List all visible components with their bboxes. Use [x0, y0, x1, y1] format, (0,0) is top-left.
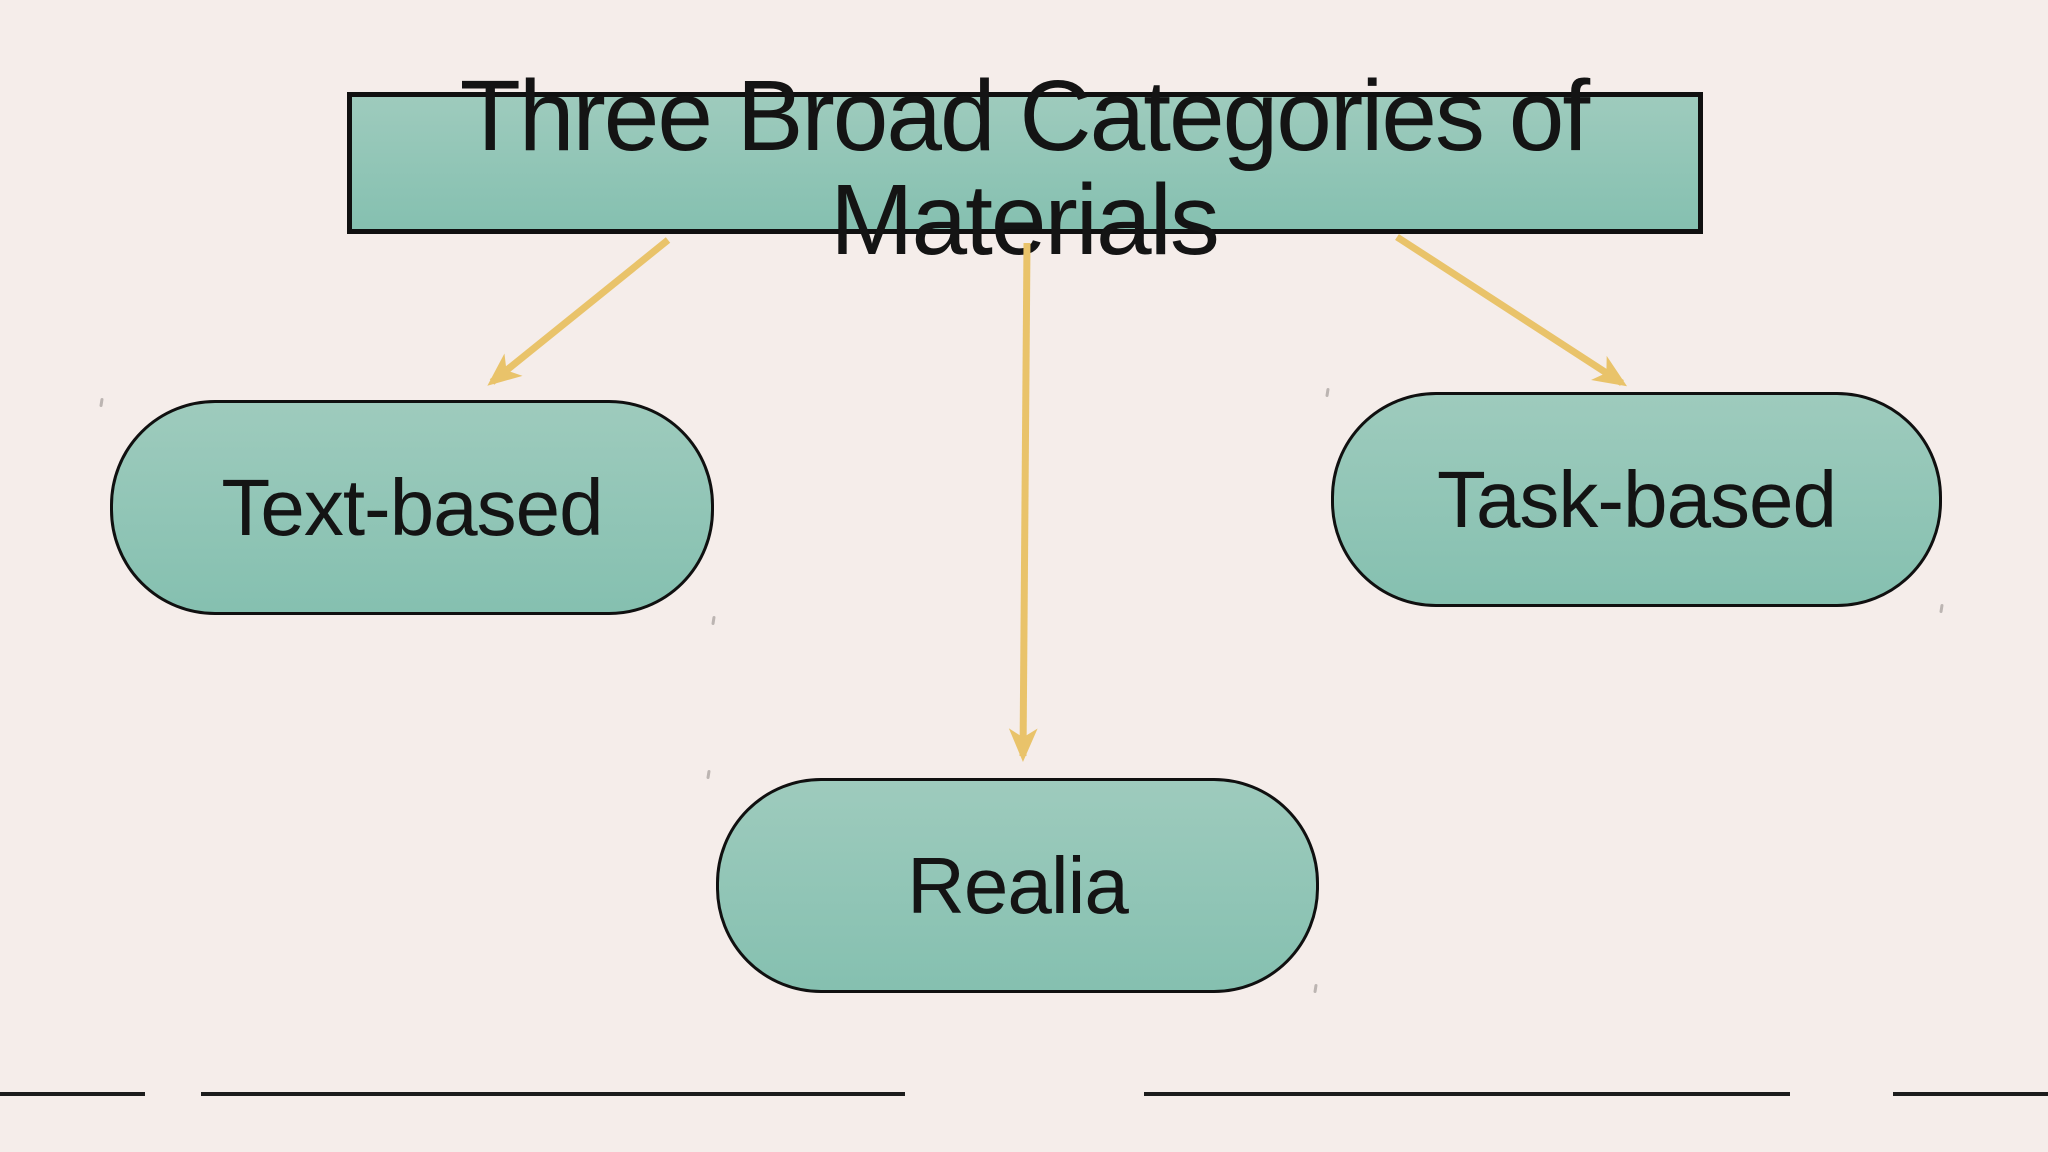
- slide-title: Three Broad Categories of Materials: [224, 64, 1824, 272]
- stray-mark: [1325, 387, 1330, 398]
- stray-mark: [1939, 603, 1944, 614]
- stray-mark: [706, 769, 711, 780]
- stray-mark: [1313, 983, 1318, 994]
- bottom-rule-segment: [0, 1092, 145, 1096]
- stray-mark: [711, 615, 716, 626]
- node-realia-label: Realia: [907, 840, 1129, 930]
- node-realia: Realia: [716, 778, 1319, 993]
- node-task-based-label: Task-based: [1436, 454, 1837, 544]
- slide-title-line1: Three Broad Categories of: [459, 60, 1590, 172]
- node-text-based: Text-based: [110, 400, 714, 615]
- arrow-title-to-realia: [1008, 242, 1038, 762]
- title-box: [347, 92, 1703, 234]
- stray-mark: [99, 397, 104, 408]
- bottom-rule-segment: [201, 1092, 905, 1096]
- slide-title-line2: Materials: [830, 164, 1220, 276]
- bottom-rule-segment: [1144, 1092, 1790, 1096]
- bottom-rule-segment: [1893, 1092, 2048, 1096]
- node-task-based: Task-based: [1331, 392, 1942, 607]
- node-text-based-label: Text-based: [221, 462, 603, 552]
